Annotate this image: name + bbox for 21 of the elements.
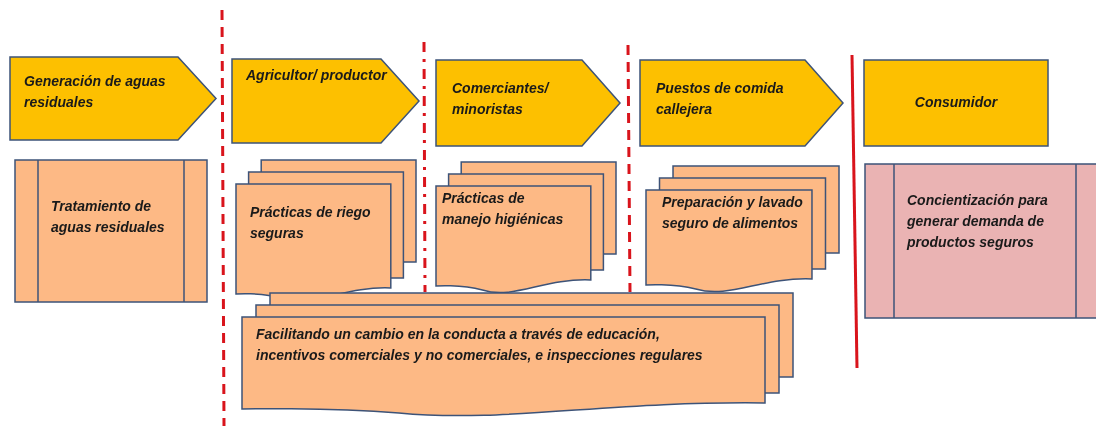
stage-box (864, 60, 1048, 146)
action-text: Concientización para generar demanda de productos seguros (907, 191, 1049, 252)
stage-label: Agricultor/ productor (246, 66, 389, 85)
chevron-shape (232, 59, 419, 143)
chevron-shape (436, 60, 620, 146)
chevron-shape (640, 60, 843, 146)
multi-document-shape (242, 293, 793, 415)
predefined-process-box (865, 164, 1096, 318)
multi-document-shape (646, 166, 839, 291)
predefined-process-box (15, 160, 207, 302)
action-text: Prácticas de manejo higiénicas (442, 189, 565, 229)
stage-label: Comerciantes/ minoristas (452, 79, 551, 119)
stage-label: Generación de aguas residuales (24, 72, 167, 112)
chevron-shape (10, 57, 216, 140)
multi-document-shape (436, 162, 616, 292)
action-text: Facilitando un cambio en la conducta a través de educación, incentivos comerciales y no comerciales, e inspecciones regulares (256, 325, 704, 365)
action-text: Tratamiento de aguas residuales (51, 197, 166, 237)
action-text: Prácticas de riego seguras (250, 203, 372, 243)
action-text: Preparación y lavado seguro de alimentos (662, 193, 804, 233)
stage-label: Puestos de comida callejera (656, 79, 785, 119)
stage-label: Consumidor (913, 93, 999, 112)
